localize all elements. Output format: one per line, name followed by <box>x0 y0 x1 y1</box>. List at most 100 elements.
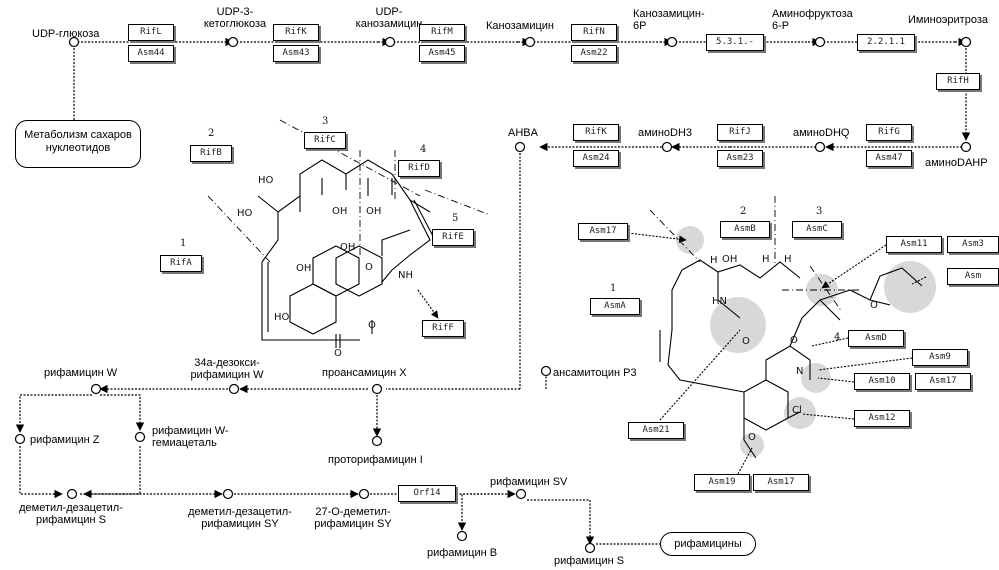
label-udp-glucose: UDP-глюкоза <box>32 28 99 40</box>
enzyme-asm3[interactable]: Asm3 <box>947 236 999 253</box>
enzyme-rifc[interactable]: RifC <box>304 132 346 149</box>
node-proansamycin-x[interactable] <box>373 385 382 394</box>
node-iminoerythrose[interactable] <box>962 38 971 47</box>
label-aminofructose-6p: Аминофруктоза 6-P <box>772 8 853 32</box>
enzyme-rifj[interactable]: RifJ <box>717 124 763 141</box>
enzyme-rifa[interactable]: RifA <box>160 255 202 272</box>
node-demethyl-deacetyl-rifamycin-sy[interactable] <box>224 490 233 499</box>
node-rifamycin-s[interactable] <box>586 544 595 553</box>
label-rifamycin-sv: рифамицин SV <box>490 476 567 488</box>
label-ahba: AHBA <box>508 127 538 139</box>
enzyme-asm44[interactable]: Asm44 <box>128 45 174 62</box>
node-ahba[interactable] <box>516 143 525 152</box>
atom-o-1: O <box>365 262 373 273</box>
map-link-nucleotide-sugar-metabolism[interactable]: Метаболизм сахаров нуклеотидов <box>15 120 141 168</box>
edge-rifamycinsv-rifamycinb <box>462 494 500 530</box>
enzyme-orf14[interactable]: Orf14 <box>398 485 456 502</box>
enzyme-asm19[interactable]: Asm19 <box>694 474 750 491</box>
enzyme-ec-2-2-1-1[interactable]: 2.2.1.1 <box>857 34 915 51</box>
atom-o-5: O <box>790 335 798 346</box>
map-link-rifamycins[interactable]: рифамицины <box>660 532 756 556</box>
label-udp-kanosamine: UDP- канозамицин <box>348 6 430 30</box>
enzyme-asm43[interactable]: Asm43 <box>273 45 319 62</box>
atom-ho-3: HO <box>274 312 289 323</box>
node-rifamycin-w-hemiacetal[interactable] <box>136 433 145 442</box>
enzyme-riff[interactable]: RifF <box>422 320 464 337</box>
enzyme-asmb[interactable]: AsmB <box>720 221 770 238</box>
module-number-asm-3: 3 <box>816 206 822 217</box>
node-kanosamine-6p[interactable] <box>668 38 677 47</box>
enzyme-asmc[interactable]: AsmC <box>792 221 842 238</box>
node-aminodahp[interactable] <box>962 143 971 152</box>
node-udp3-ketoglucose[interactable] <box>229 38 238 47</box>
label-34a-desoxy-rifamycin-w: 34а-дезокси- рифамицин W <box>182 357 272 381</box>
enzyme-rifk[interactable]: RifK <box>273 24 319 41</box>
enzyme-asm-truncated[interactable]: Asm <box>947 268 999 285</box>
enzyme-rifg[interactable]: RifG <box>866 124 912 141</box>
enzyme-asm22[interactable]: Asm22 <box>571 45 617 62</box>
enzyme-asm11[interactable]: Asm11 <box>886 236 942 253</box>
node-protorifamycin-i[interactable] <box>373 437 382 446</box>
atom-cl: Cl <box>792 405 802 416</box>
enzyme-rife[interactable]: RifE <box>432 229 474 246</box>
enzyme-rifl[interactable]: RifL <box>128 24 174 41</box>
enzyme-asm17-a[interactable]: Asm17 <box>578 223 628 240</box>
node-rifamycin-z[interactable] <box>16 435 25 444</box>
label-rifamycin-w-hemiacetal: рифамицин W- гемиацеталь <box>152 425 229 449</box>
enzyme-rifk-2[interactable]: RifK <box>573 124 619 141</box>
label-kanosamine: Канозамицин <box>486 20 554 32</box>
node-rifamycin-sv[interactable] <box>517 490 526 499</box>
enzyme-rifn[interactable]: RifN <box>571 24 617 41</box>
node-34a-desoxy-rifamycin-w[interactable] <box>230 385 239 394</box>
atom-ho-2: HO <box>237 208 252 219</box>
node-ansamitocin-p3[interactable] <box>542 367 551 376</box>
atom-h-2: H <box>762 254 770 265</box>
enzyme-rifm[interactable]: RifM <box>419 24 465 41</box>
edge-rifamycinz-demethyldeacetyls <box>20 446 62 494</box>
module-number-asm-1: 1 <box>610 283 616 294</box>
module-number-asm-4: 4 <box>834 332 840 343</box>
enzyme-asm12[interactable]: Asm12 <box>854 410 910 427</box>
label-iminoerythrose: Иминоэритроза <box>908 14 988 26</box>
node-aminodh3[interactable] <box>663 143 672 152</box>
enzyme-asm23[interactable]: Asm23 <box>717 150 763 167</box>
node-27-o-demethyl-rifamycin-sy[interactable] <box>360 490 369 499</box>
enzyme-ec-5-3-1[interactable]: 5.3.1.- <box>706 34 764 51</box>
enzyme-asm9[interactable]: Asm9 <box>912 349 968 366</box>
node-aminofructose-6p[interactable] <box>816 38 825 47</box>
node-aminodhq[interactable] <box>816 143 825 152</box>
enzyme-asma[interactable]: AsmA <box>590 298 640 315</box>
label-ansamitocin-p3: ансамитоцин P3 <box>553 367 637 379</box>
enzyme-rifb[interactable]: RifB <box>190 145 232 162</box>
enzyme-asm17-b[interactable]: Asm17 <box>915 373 971 390</box>
enzyme-asm45[interactable]: Asm45 <box>419 45 465 62</box>
edge-rifamycinsv-rifamycins <box>527 500 590 544</box>
enzyme-asm17-c[interactable]: Asm17 <box>753 474 809 491</box>
module-number-rif-1: 1 <box>180 238 186 249</box>
label-udp3-ketoglucose: UDP-3- кетоглюкоза <box>200 6 270 30</box>
label-rifamycin-w: рифамицин W <box>44 367 117 379</box>
enzyme-asm47[interactable]: Asm47 <box>866 150 912 167</box>
atom-ho-1: HO <box>258 175 273 186</box>
enzyme-rifd[interactable]: RifD <box>398 160 440 177</box>
label-protorifamycin-i: проторифамицин I <box>328 454 423 466</box>
enzyme-asmd[interactable]: AsmD <box>848 330 904 347</box>
atom-oh-4: OH <box>296 263 311 274</box>
label-demethyl-deacetyl-rifamycin-sy: деметил-дезацетил- рифамицин SY <box>180 506 300 530</box>
enzyme-asm21[interactable]: Asm21 <box>628 422 684 439</box>
node-demethyl-deacetyl-rifamycin-s[interactable] <box>68 490 77 499</box>
enzyme-asm10[interactable]: Asm10 <box>854 373 910 390</box>
atom-n: N <box>796 366 803 377</box>
enzyme-asm24[interactable]: Asm24 <box>573 150 619 167</box>
label-rifamycin-b: рифамицин B <box>427 547 497 559</box>
node-rifamycin-b[interactable] <box>458 532 467 541</box>
node-udp-kanosamine[interactable] <box>386 38 395 47</box>
enzyme-rifh[interactable]: RifH <box>936 73 980 90</box>
atom-o-6: O <box>748 432 756 443</box>
node-rifamycin-w[interactable] <box>92 385 101 394</box>
label-proansamycin-x: проансамицин X <box>322 367 407 379</box>
atom-o-2: O <box>368 320 376 331</box>
node-kanosamine[interactable] <box>526 38 535 47</box>
label-aminodh3: аминоDH3 <box>638 127 692 139</box>
